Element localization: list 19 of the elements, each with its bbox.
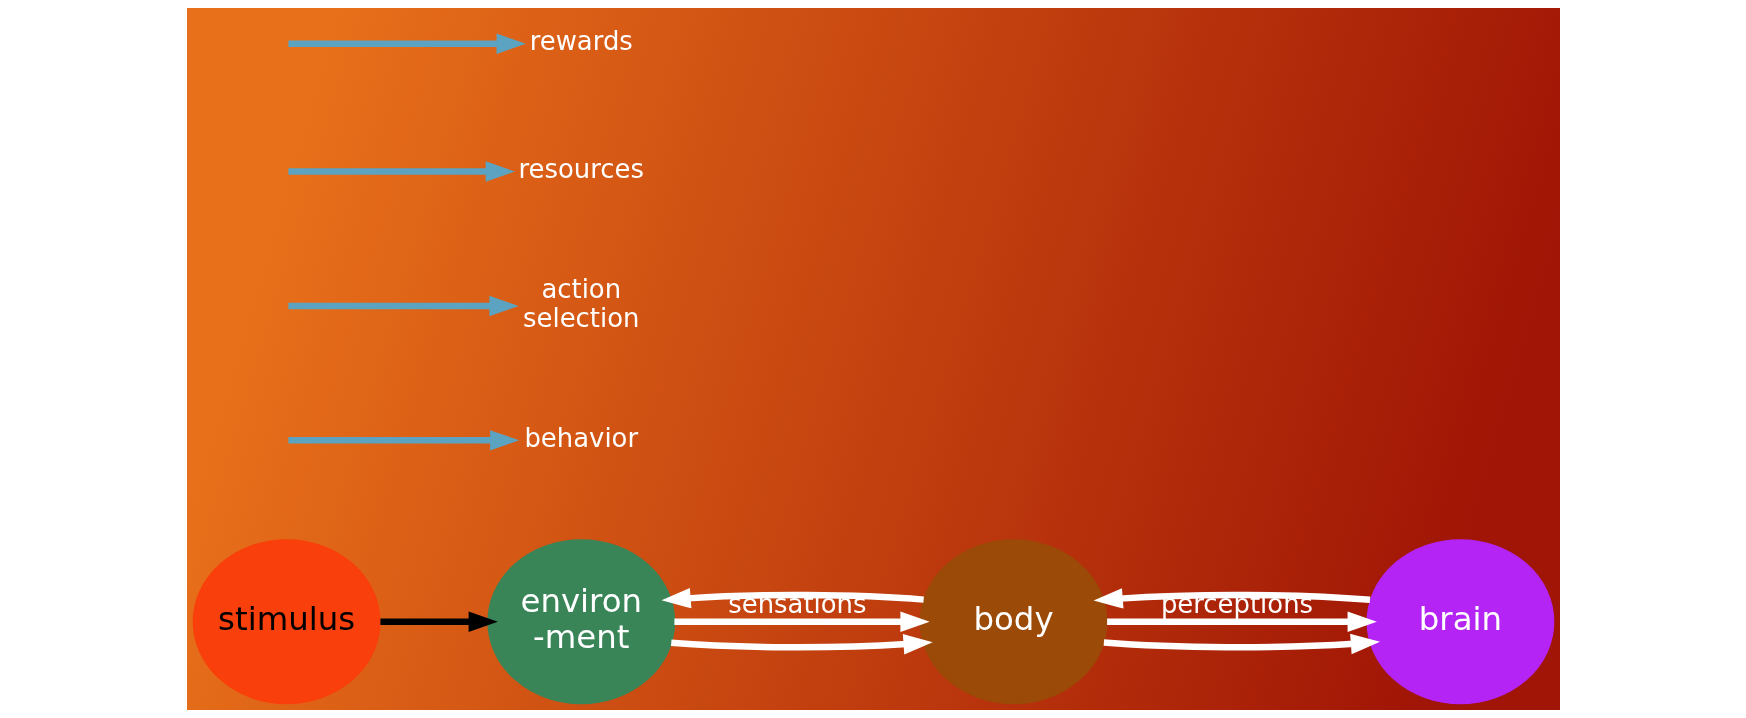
- arrow: [670, 634, 933, 655]
- node-ellipse: stimulus: [192, 539, 380, 705]
- node-ellipse: body: [919, 539, 1107, 705]
- arrow: [379, 611, 498, 632]
- arrow: [1106, 611, 1377, 632]
- node-text: behavior: [523, 422, 638, 453]
- edge-label: perceptions: [1160, 589, 1313, 620]
- node-text: action selection: [522, 273, 639, 333]
- node-text: resources: [518, 153, 644, 184]
- arrow: [287, 33, 526, 54]
- arrow: [673, 611, 930, 632]
- arrow: [1103, 633, 1380, 655]
- node-text: rewards: [529, 25, 633, 56]
- node-ellipse: environ -ment: [486, 539, 675, 705]
- arrow: [287, 295, 519, 317]
- arrow: [287, 430, 519, 451]
- arrow: [1093, 588, 1370, 609]
- arrow: [287, 161, 515, 182]
- node-ellipse: brain: [1366, 539, 1554, 705]
